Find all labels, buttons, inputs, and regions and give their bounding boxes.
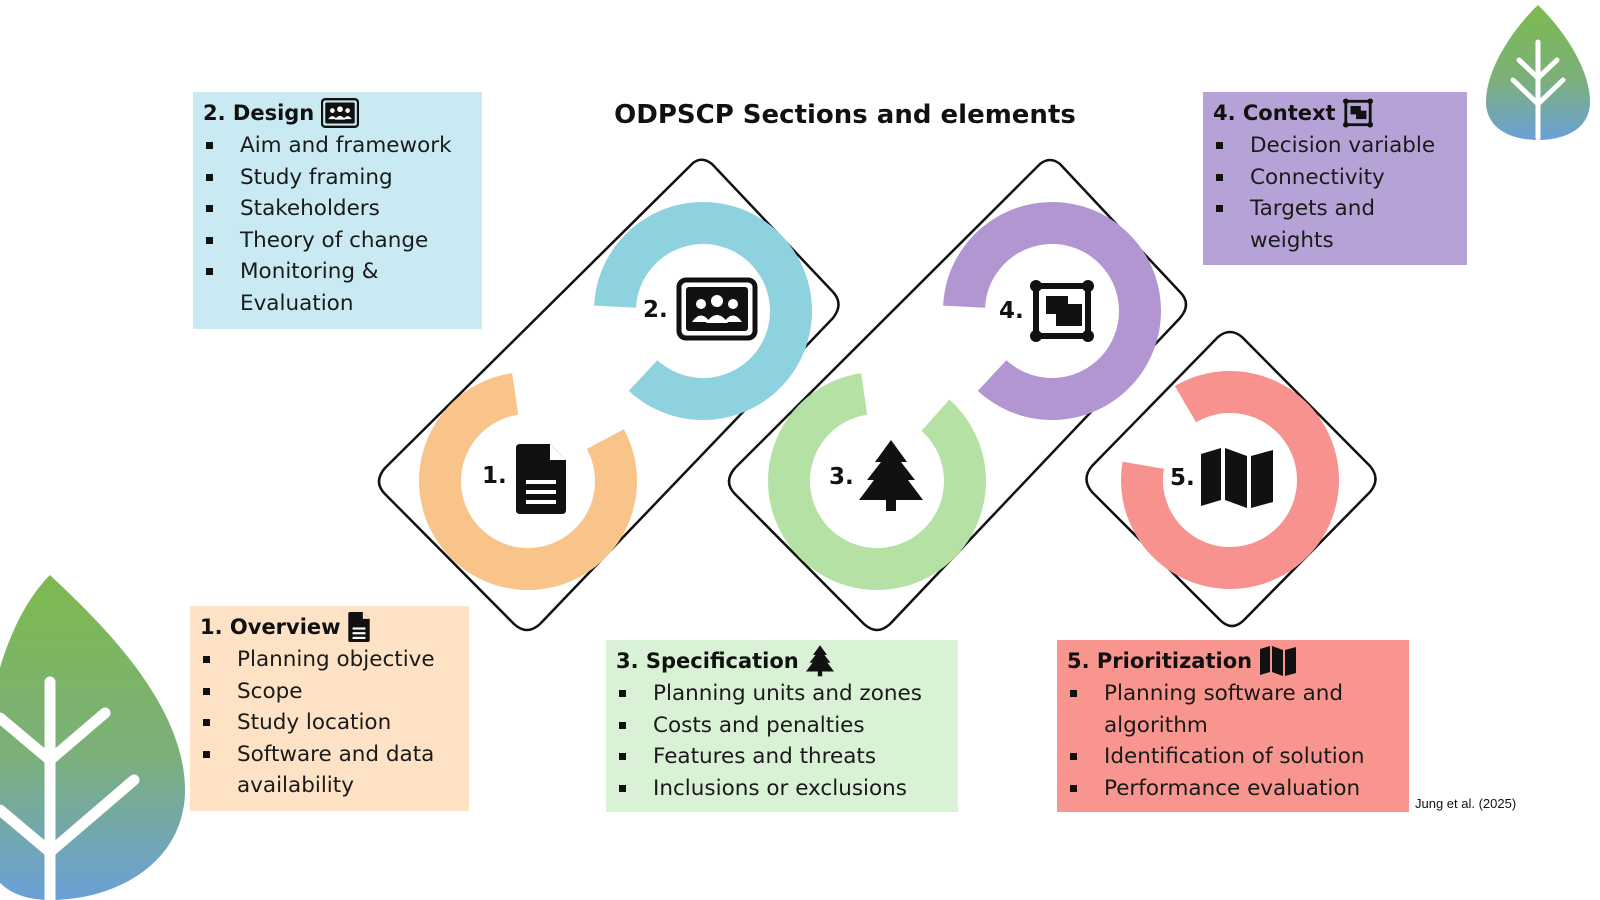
list-item: Decision variable	[1213, 130, 1457, 162]
prioritization-section-box: 5. Prioritization Planning software and …	[1057, 640, 1409, 812]
step-number-4: 4.	[999, 298, 1024, 324]
step-number-3: 3.	[829, 464, 854, 490]
specification-list: Planning units and zones Costs and penal…	[616, 678, 948, 804]
design-heading-text: 2. Design	[203, 101, 315, 125]
frame-overlap-icon	[1342, 98, 1373, 128]
prioritization-heading-text: 5. Prioritization	[1067, 649, 1253, 673]
list-item: Software and data	[200, 739, 459, 771]
list-item: Study location	[200, 707, 459, 739]
ring-overview	[419, 372, 637, 590]
diamond-outline-5	[1085, 330, 1377, 628]
list-item: Monitoring &	[203, 256, 472, 288]
list-item: Theory of change	[203, 225, 472, 257]
list-item: Targets and	[1213, 193, 1457, 225]
list-item: Performance evaluation	[1067, 773, 1399, 805]
list-item-continuation: algorithm	[1104, 712, 1208, 738]
step-number-5: 5.	[1170, 465, 1195, 491]
map-icon	[1260, 646, 1297, 676]
presentation-people-icon	[321, 98, 360, 128]
diagram-title: ODPSCP Sections and elements	[614, 100, 1076, 130]
step-number-1: 1.	[482, 463, 507, 489]
frame-overlap-icon	[1030, 280, 1094, 342]
context-section-box: 4. Context Decision variable Connectivit…	[1203, 92, 1467, 265]
list-item: Aim and framework	[203, 130, 472, 162]
specification-heading: 3. Specification	[616, 645, 948, 677]
context-list: Decision variable Connectivity Targets a…	[1213, 130, 1457, 256]
list-item: Costs and penalties	[616, 710, 948, 742]
citation: Jung et al. (2025)	[1415, 796, 1517, 811]
ring-context	[943, 202, 1161, 420]
diamond-outline-1-2	[377, 158, 840, 632]
pine-tree-icon	[805, 645, 834, 677]
list-item: Planning software and	[1067, 678, 1399, 710]
context-heading: 4. Context	[1213, 98, 1457, 128]
list-item: Features and threats	[616, 741, 948, 773]
document-icon	[347, 612, 370, 642]
map-icon	[1201, 448, 1273, 508]
prioritization-heading: 5. Prioritization	[1067, 646, 1399, 676]
presentation-people-icon	[676, 277, 758, 341]
list-item-continuation: Evaluation	[240, 290, 354, 316]
specification-section-box: 3. Specification Planning units and zone…	[606, 640, 958, 812]
list-item-continuation: weights	[1250, 227, 1334, 253]
leaf-logo-bottom-left	[0, 575, 185, 900]
specification-heading-text: 3. Specification	[616, 649, 799, 673]
leaf-logo-top-right	[1486, 5, 1590, 141]
overview-section-box: 1. Overview Planning objective Scope Stu…	[190, 606, 469, 811]
list-item: Inclusions or exclusions	[616, 773, 948, 805]
document-icon	[516, 444, 566, 514]
ring-design	[594, 202, 812, 420]
design-section-box: 2. Design Aim and framework Study framin…	[193, 92, 482, 329]
diamond-outline-3-4	[727, 158, 1188, 632]
list-item: Study framing	[203, 162, 472, 194]
list-item: Connectivity	[1213, 162, 1457, 194]
pine-tree-icon	[859, 440, 923, 511]
step-number-2: 2.	[643, 297, 668, 323]
list-item: Stakeholders	[203, 193, 472, 225]
list-item: Identification of solution	[1067, 741, 1399, 773]
list-item: Planning units and zones	[616, 678, 948, 710]
design-heading: 2. Design	[203, 98, 472, 128]
overview-list: Planning objective Scope Study location …	[200, 644, 459, 802]
list-item-continuation: availability	[237, 773, 354, 798]
overview-heading: 1. Overview	[200, 612, 459, 642]
context-heading-text: 4. Context	[1213, 101, 1336, 125]
ring-specification	[768, 372, 986, 590]
design-list: Aim and framework Study framing Stakehol…	[203, 130, 472, 319]
overview-heading-text: 1. Overview	[200, 615, 341, 639]
prioritization-list: Planning software and algorithm Identifi…	[1067, 678, 1399, 804]
list-item: Planning objective	[200, 644, 459, 676]
ring-prioritization	[1121, 371, 1339, 589]
list-item: Scope	[200, 676, 459, 708]
